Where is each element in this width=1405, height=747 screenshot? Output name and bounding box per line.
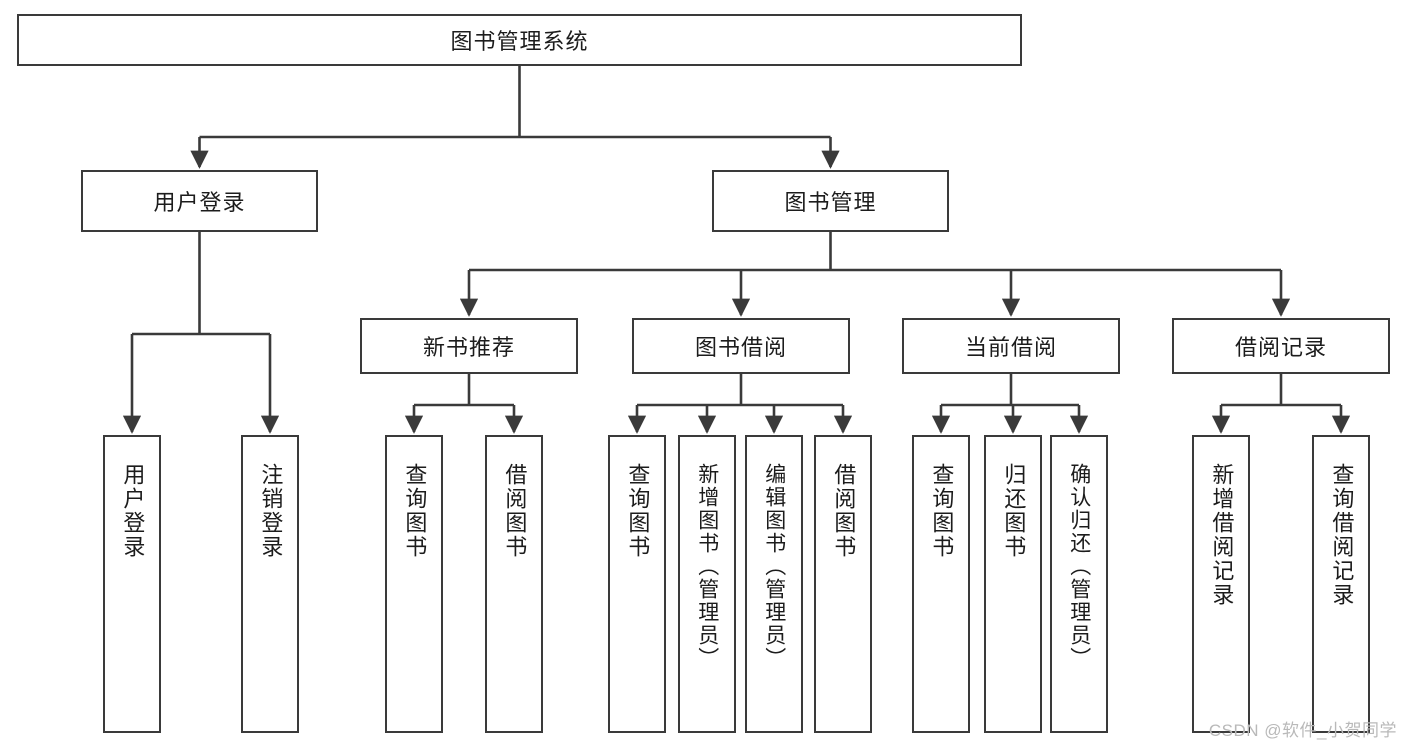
node-leaf-query-book-3[interactable]: 查询图书 — [912, 435, 970, 733]
node-book-borrow[interactable]: 图书借阅 — [632, 318, 850, 374]
node-book-manage-label: 图书管理 — [784, 190, 877, 215]
node-new-book-recommend-label: 新书推荐 — [422, 335, 515, 360]
node-leaf-add-book-label: 新增图书（管理员） — [695, 463, 719, 670]
node-leaf-borrow-book-2[interactable]: 借阅图书 — [814, 435, 872, 733]
node-leaf-return-book-label: 归还图书 — [1001, 463, 1027, 559]
node-borrow-record-label: 借阅记录 — [1234, 335, 1327, 360]
node-leaf-query-record-label: 查询借阅记录 — [1329, 463, 1355, 607]
node-current-borrow[interactable]: 当前借阅 — [902, 318, 1120, 374]
node-leaf-query-book-1-label: 查询图书 — [402, 463, 428, 559]
node-leaf-confirm-return[interactable]: 确认归还（管理员） — [1050, 435, 1108, 733]
node-leaf-borrow-book-2-label: 借阅图书 — [831, 463, 857, 559]
node-leaf-borrow-book-1-label: 借阅图书 — [502, 463, 528, 559]
node-leaf-add-book[interactable]: 新增图书（管理员） — [678, 435, 736, 733]
node-leaf-edit-book[interactable]: 编辑图书（管理员） — [745, 435, 803, 733]
node-leaf-user-login[interactable]: 用户登录 — [103, 435, 161, 733]
node-leaf-query-book-3-label: 查询图书 — [929, 463, 955, 559]
node-user-login[interactable]: 用户登录 — [81, 170, 318, 232]
node-book-borrow-label: 图书借阅 — [694, 335, 787, 360]
node-leaf-query-book-2[interactable]: 查询图书 — [608, 435, 666, 733]
node-leaf-logout[interactable]: 注销登录 — [241, 435, 299, 733]
node-current-borrow-label: 当前借阅 — [964, 335, 1057, 360]
node-leaf-query-record[interactable]: 查询借阅记录 — [1312, 435, 1370, 733]
node-user-login-label: 用户登录 — [153, 190, 246, 215]
node-borrow-record[interactable]: 借阅记录 — [1172, 318, 1390, 374]
node-leaf-return-book[interactable]: 归还图书 — [984, 435, 1042, 733]
node-root[interactable]: 图书管理系统 — [17, 14, 1022, 66]
node-leaf-add-record[interactable]: 新增借阅记录 — [1192, 435, 1250, 733]
csdn-watermark: CSDN @软件_小贺同学 — [1208, 721, 1397, 740]
node-leaf-add-record-label: 新增借阅记录 — [1209, 463, 1235, 607]
node-leaf-query-book-2-label: 查询图书 — [625, 463, 651, 559]
node-leaf-logout-label: 注销登录 — [258, 463, 284, 559]
node-new-book-recommend[interactable]: 新书推荐 — [360, 318, 578, 374]
node-leaf-borrow-book-1[interactable]: 借阅图书 — [485, 435, 543, 733]
node-root-label: 图书管理系统 — [450, 29, 589, 54]
node-book-manage[interactable]: 图书管理 — [712, 170, 949, 232]
node-leaf-query-book-1[interactable]: 查询图书 — [385, 435, 443, 733]
node-leaf-edit-book-label: 编辑图书（管理员） — [762, 463, 786, 670]
node-leaf-confirm-return-label: 确认归还（管理员） — [1067, 463, 1091, 670]
node-leaf-user-login-label: 用户登录 — [120, 463, 146, 559]
